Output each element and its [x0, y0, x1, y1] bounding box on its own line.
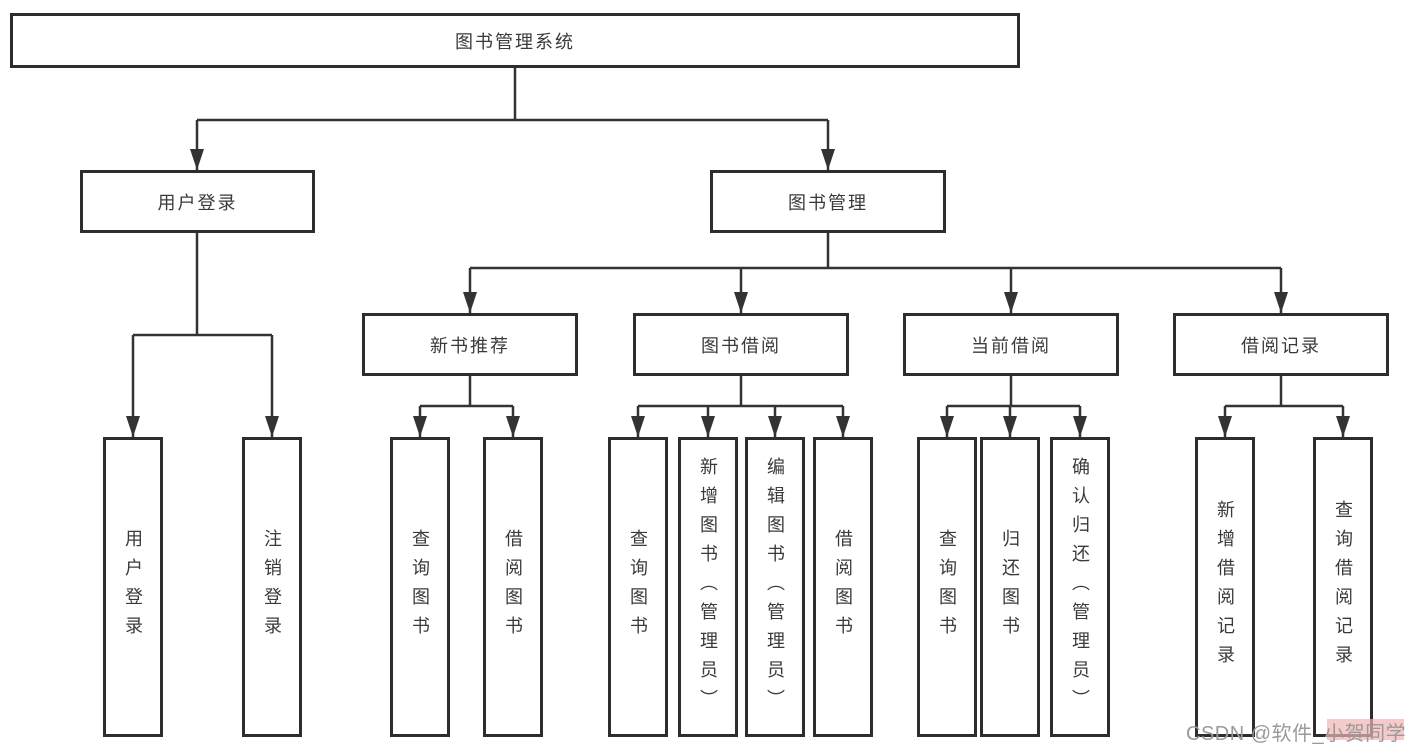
node-label: 新增借阅记录 — [1215, 500, 1235, 674]
node-borrowing-records: 借阅记录 — [1173, 313, 1389, 376]
node-label: 查询图书 — [410, 529, 430, 645]
node-label: 确认归还（管理员） — [1070, 456, 1090, 718]
node-confirm-return-admin: 确认归还（管理员） — [1050, 437, 1110, 737]
node-label: 图书管理系统 — [455, 31, 575, 52]
node-borrow-books-recommend: 借阅图书 — [483, 437, 543, 737]
node-new-book-recommendation: 新书推荐 — [362, 313, 578, 376]
node-label: 借阅图书 — [503, 529, 523, 645]
node-label: 图书管理 — [788, 192, 868, 213]
node-borrow-books: 借阅图书 — [813, 437, 873, 737]
node-label: 借阅记录 — [1241, 335, 1321, 356]
node-logout: 注销登录 — [242, 437, 302, 737]
watermark-highlight — [1327, 719, 1404, 740]
node-query-books-current: 查询图书 — [917, 437, 977, 737]
watermark-text: CSDN @软件_小贺同学 — [1186, 723, 1405, 745]
node-label: 编辑图书（管理员） — [765, 456, 785, 718]
node-label: 注销登录 — [262, 529, 282, 645]
node-library-management-system: 图书管理系统 — [10, 13, 1020, 68]
node-label: 当前借阅 — [971, 335, 1051, 356]
node-label: 新书推荐 — [430, 335, 510, 356]
node-current-borrowing: 当前借阅 — [903, 313, 1119, 376]
node-user-login-leaf: 用户登录 — [103, 437, 163, 737]
node-label: 归还图书 — [1000, 529, 1020, 645]
node-query-books-recommend: 查询图书 — [390, 437, 450, 737]
node-query-borrow-record: 查询借阅记录 — [1313, 437, 1373, 737]
node-label: 用户登录 — [157, 192, 238, 213]
node-label: 查询图书 — [628, 529, 648, 645]
node-label: 查询借阅记录 — [1333, 500, 1353, 674]
node-add-books-admin: 新增图书（管理员） — [678, 437, 738, 737]
node-add-borrow-record: 新增借阅记录 — [1195, 437, 1255, 737]
node-label: 新增图书（管理员） — [698, 456, 718, 718]
node-user-login: 用户登录 — [80, 170, 315, 233]
node-edit-books-admin: 编辑图书（管理员） — [745, 437, 805, 737]
node-label: 借阅图书 — [833, 529, 853, 645]
node-query-books-borrow: 查询图书 — [608, 437, 668, 737]
node-label: 图书借阅 — [701, 335, 781, 356]
node-label: 查询图书 — [937, 529, 957, 645]
node-book-borrowing: 图书借阅 — [633, 313, 849, 376]
node-label: 用户登录 — [123, 529, 143, 645]
node-book-management: 图书管理 — [710, 170, 946, 233]
node-return-books: 归还图书 — [980, 437, 1040, 737]
